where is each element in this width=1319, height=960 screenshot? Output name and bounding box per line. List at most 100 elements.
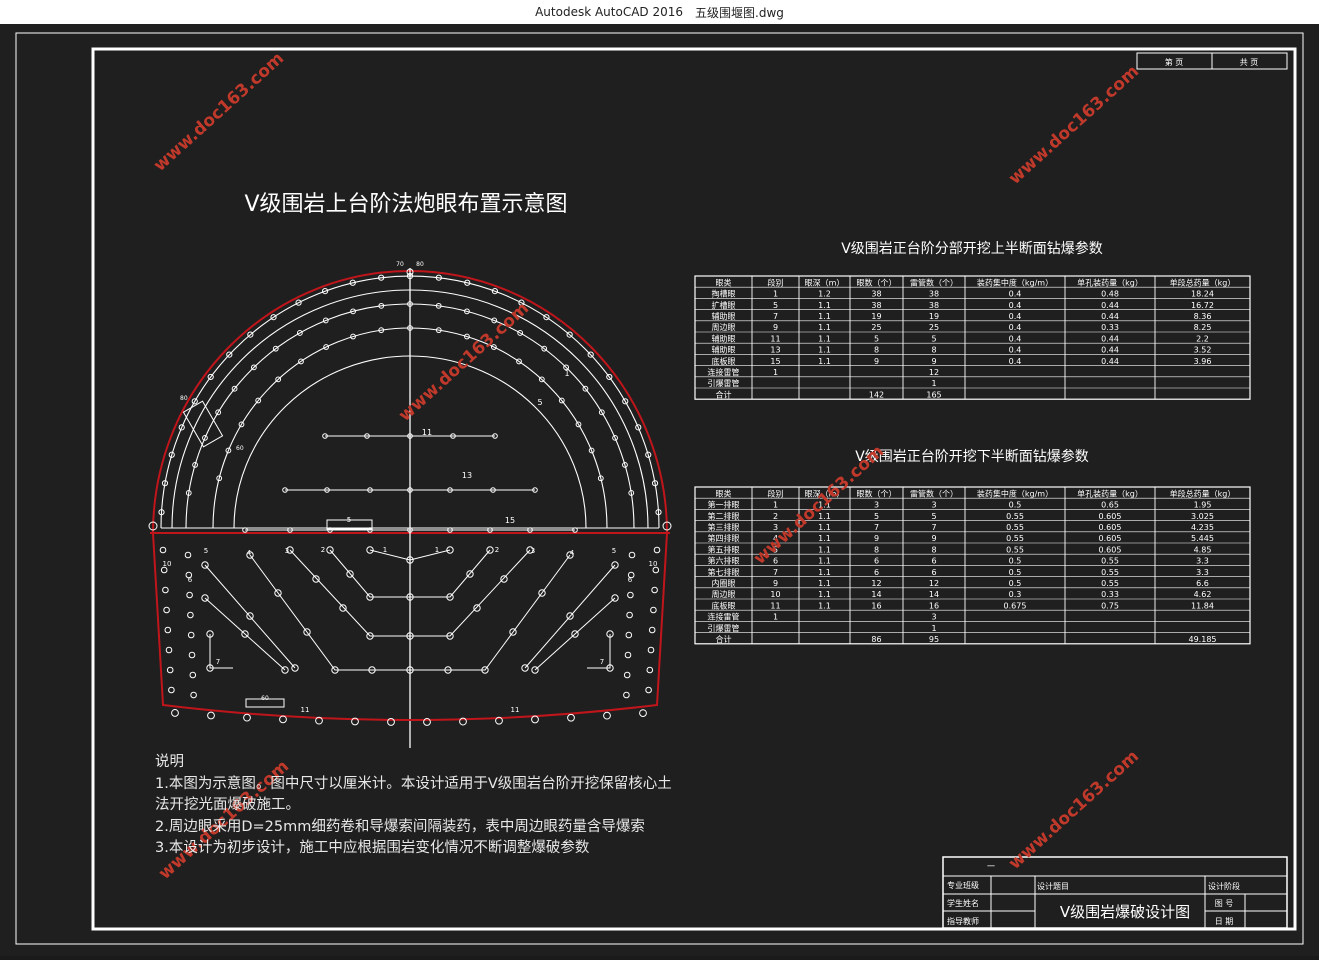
table-cell: 1.1	[818, 579, 831, 588]
table-cell: 0.48	[1101, 290, 1119, 299]
blast-hole	[161, 480, 169, 487]
blast-hole	[532, 487, 538, 493]
table-cell: 辅助眼	[712, 311, 736, 321]
table-cell: 12	[871, 579, 881, 588]
table-cell: 1.2	[818, 290, 831, 299]
table-cell: 7	[773, 568, 778, 577]
blast-hole	[492, 433, 498, 439]
table-header-cell: 眼类	[716, 488, 732, 498]
table-cell: 8	[931, 346, 936, 355]
table-header-cell: 单孔装药量（kg）	[1077, 277, 1143, 287]
blast-hole	[435, 327, 442, 334]
table-cell: 掏槽眼	[712, 289, 736, 299]
blast-hole	[378, 302, 385, 309]
window-titlebar: Autodesk AutoCAD 2016 五级围堰图.dwg	[0, 0, 1319, 25]
table-cell: 0.75	[1101, 601, 1119, 610]
blast-hole	[606, 664, 614, 672]
table-cell: 0.4	[1009, 312, 1022, 321]
table-cell: 18.24	[1191, 290, 1214, 299]
table-cell: 10	[770, 590, 780, 599]
blast-hole	[296, 330, 303, 336]
blast-hole	[368, 666, 376, 674]
table-header-cell: 雷管数（个）	[910, 488, 958, 498]
table-cell: 7	[931, 523, 936, 532]
table-cell: 1.1	[818, 590, 831, 599]
table-cell: 1.1	[818, 557, 831, 566]
table-cell: 165	[926, 390, 941, 399]
blast-hole	[406, 272, 414, 280]
blast-hole	[247, 331, 254, 338]
blast-hole	[625, 631, 633, 639]
blast-hole	[645, 686, 652, 694]
blast-hole	[435, 302, 442, 309]
blast-hole	[588, 447, 595, 454]
blast-hole	[626, 611, 633, 619]
table-cell: 0.55	[1101, 568, 1119, 577]
table-cell: 1.95	[1194, 501, 1212, 510]
blast-hole	[225, 447, 232, 454]
blast-hole	[582, 385, 589, 392]
lower-bench-outline	[152, 532, 668, 721]
blast-hole	[322, 317, 329, 324]
table-cell: 11.84	[1191, 601, 1214, 610]
blast-hole	[627, 591, 634, 599]
table-cell: 38	[871, 290, 881, 299]
table-cell: 14	[871, 590, 881, 599]
blast-hole	[163, 606, 170, 614]
blast-hole	[650, 606, 657, 614]
blast-hole	[531, 666, 539, 674]
blast-hole	[190, 691, 197, 699]
blast-hole	[192, 461, 198, 468]
table-cell: 底板眼	[712, 600, 736, 610]
page-box: 第 页 共 页	[1136, 52, 1288, 70]
blast-hole	[611, 594, 619, 602]
blast-hole	[168, 686, 175, 694]
table-cell: 0.44	[1101, 312, 1119, 321]
table-cell: 19	[929, 312, 939, 321]
table-cell: 0.44	[1101, 346, 1119, 355]
blast-hole	[366, 593, 374, 601]
lower-table: 眼类段别眼深（m）眼数（个）雷管数（个）装药集中度（kg/m）单孔装药量（kg）…	[694, 486, 1251, 645]
table-cell: 6	[874, 568, 879, 577]
svg-text:80: 80	[180, 395, 188, 402]
tunnel-diagram: 5 70 80 80 60 11 13 15 1 5 60 1 1 2 2 3	[148, 261, 672, 748]
blast-hole	[366, 632, 374, 640]
table-cell: 8	[874, 545, 879, 554]
table-cell: 49.185	[1189, 635, 1217, 644]
blast-hole	[207, 373, 214, 381]
blast-hole	[624, 651, 632, 659]
drawing-svg[interactable]: 第 页 共 页 V级围岩上台阶法炮眼布置示意图 5 70 80 80 60 11	[0, 24, 1319, 956]
blast-hole	[188, 651, 196, 659]
blast-hole	[185, 571, 193, 579]
upper-table-title: V级围岩正台阶分部开挖上半断面钻爆参数	[841, 240, 1103, 257]
table-cell: 第四排眼	[708, 533, 740, 543]
table-cell: 连接雷管	[708, 612, 740, 622]
table-cell: 38	[929, 301, 939, 310]
blast-hole	[645, 451, 652, 458]
svg-text:专业班级: 专业班级	[947, 880, 979, 890]
table-cell: 1.1	[818, 523, 831, 532]
blast-hole	[287, 527, 293, 533]
table-cell: 第三排眼	[708, 522, 740, 532]
table-cell: 5.445	[1191, 534, 1214, 543]
blast-hole	[148, 521, 158, 531]
svg-text:13: 13	[462, 471, 472, 480]
table-cell: 3.025	[1191, 512, 1214, 521]
blast-hole	[162, 586, 169, 594]
table-cell: 0.55	[1101, 579, 1119, 588]
blast-hole	[566, 612, 574, 620]
blast-hole	[655, 509, 662, 516]
blast-hole	[628, 551, 636, 559]
table-header-cell: 段别	[768, 277, 784, 287]
drawing-canvas[interactable]: 第 页 共 页 V级围岩上台阶法炮眼布置示意图 5 70 80 80 60 11	[0, 24, 1319, 956]
svg-text:10: 10	[649, 560, 658, 568]
table-cell: 1	[773, 290, 778, 299]
blast-hole	[168, 451, 175, 458]
svg-text:1: 1	[435, 546, 439, 554]
table-cell: 3.96	[1194, 357, 1212, 366]
svg-text:5: 5	[612, 547, 616, 555]
table-cell: 辅助眼	[712, 333, 736, 343]
table-cell: 8.36	[1194, 312, 1212, 321]
blast-hole	[312, 575, 320, 583]
blast-hole	[216, 475, 223, 482]
